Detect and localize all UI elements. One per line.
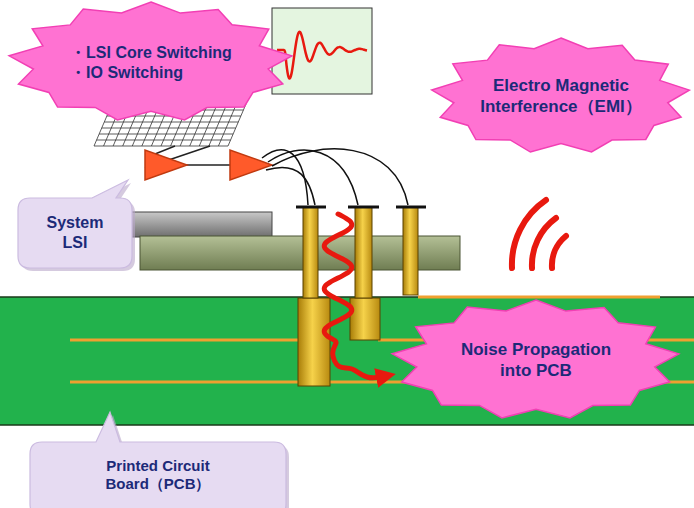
label-text: Electro Magnetic Interference（EMI） <box>472 76 650 117</box>
callout-shape <box>18 198 132 268</box>
label-text: ・IO Switching <box>70 63 183 83</box>
text-box: Electro Magnetic Interference（EMI） <box>472 76 650 117</box>
label-text: System LSI <box>42 213 108 252</box>
via <box>350 298 380 340</box>
text-box: System LSI <box>42 213 108 252</box>
pin-caps <box>296 206 426 209</box>
package-pin <box>355 207 372 298</box>
system-lsi-callout: System LSI <box>18 198 132 268</box>
waveform-box <box>272 8 372 94</box>
via <box>298 298 330 386</box>
switching-burst: ・LSI Core Switching・IO Switching <box>5 2 297 124</box>
noise-burst: Noise Propagation into PCB <box>388 300 684 422</box>
noise-path-arrow <box>324 214 386 378</box>
label-text: ・LSI Core Switching <box>70 43 232 63</box>
buffer-symbol <box>145 150 187 180</box>
emi-waves <box>512 200 566 268</box>
package-pin <box>403 207 418 295</box>
pcb-callout: Printed Circuit Board（PCB） <box>30 442 286 508</box>
text-box: ・LSI Core Switching・IO Switching <box>70 43 232 82</box>
bond-wires <box>262 149 408 205</box>
emi-burst: Electro Magnetic Interference（EMI） <box>428 38 694 156</box>
signal-wire <box>185 164 232 166</box>
text-box: Printed Circuit Board（PCB） <box>83 457 233 494</box>
package-pin <box>303 207 318 298</box>
label-text: Printed Circuit Board（PCB） <box>83 457 233 494</box>
label-text: Noise Propagation into PCB <box>447 340 625 381</box>
text-box: Noise Propagation into PCB <box>447 340 625 381</box>
starburst-shape <box>5 2 297 124</box>
